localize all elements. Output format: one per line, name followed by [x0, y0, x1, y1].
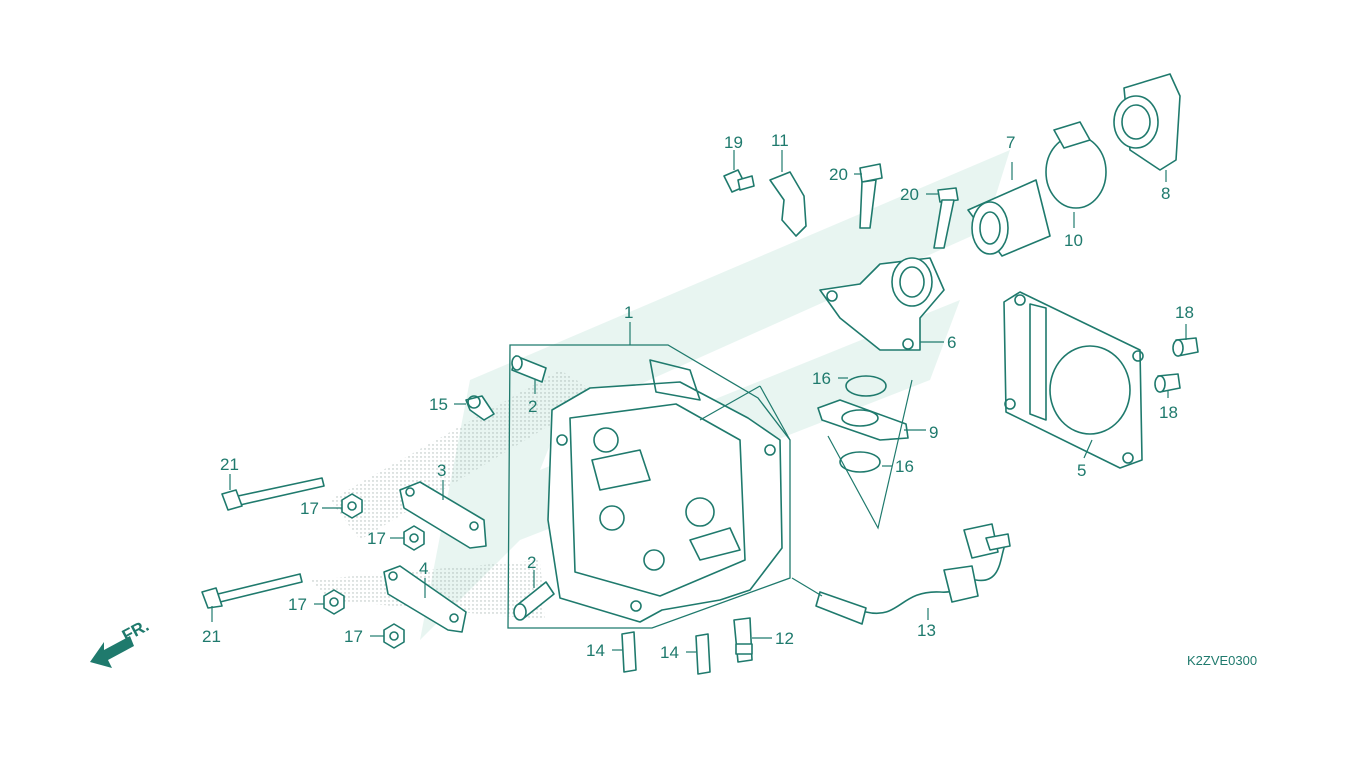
sensor-harness: [815, 523, 1011, 625]
throttle-joint-8: [1113, 73, 1181, 171]
bolt-15: [465, 395, 495, 421]
arrow-icon: [90, 636, 134, 668]
connecting-tube-7: [967, 179, 1051, 257]
callout-5: 5: [1077, 461, 1086, 480]
front-arrow: FR.: [90, 616, 152, 668]
o-ring-16-a: [845, 375, 887, 397]
callout-17: 17: [344, 627, 363, 646]
leader-lines: [211, 150, 1187, 653]
callout-17: 17: [288, 595, 307, 614]
callout-11: 11: [771, 131, 789, 150]
bolt-21-lower: [201, 573, 303, 609]
callout-3: 3: [437, 461, 446, 480]
cylinder-head: [547, 359, 783, 623]
callout-4: 4: [419, 559, 428, 578]
callout-16: 16: [895, 457, 914, 476]
callout-14: 14: [586, 641, 605, 660]
callout-13: 13: [917, 621, 936, 640]
spark-plug: [733, 617, 753, 663]
callout-2: 2: [528, 397, 537, 416]
plate-3: [399, 481, 487, 549]
assembly-lines: [699, 379, 913, 597]
callout-17: 17: [300, 499, 319, 518]
insulator-9: [817, 399, 909, 441]
gasket-5: [1003, 291, 1144, 469]
callout-21: 21: [220, 455, 239, 474]
group-outline-1: [507, 344, 791, 629]
bolt-20-b: [933, 187, 959, 249]
dowel-pin-lower: [513, 581, 555, 621]
callout-19: 19: [724, 133, 743, 152]
dowel-pin-upper: [511, 355, 547, 383]
bracket-11: [769, 171, 807, 237]
callout-2: 2: [527, 553, 536, 572]
callout-20: 20: [900, 185, 919, 204]
nut-17-b: [403, 525, 425, 551]
callout-8: 8: [1161, 184, 1170, 203]
callout-15: 15: [429, 395, 448, 414]
callout-7: 7: [1006, 133, 1015, 152]
bolt-20-a: [859, 163, 883, 229]
callout-21: 21: [202, 627, 221, 646]
bolt-19: [723, 169, 755, 193]
callout-12: 12: [775, 629, 794, 648]
stud-14-a: [621, 631, 637, 673]
callout-17: 17: [367, 529, 386, 548]
callout-18: 18: [1159, 403, 1178, 422]
callout-10: 10: [1064, 231, 1083, 250]
intake-pipe: [819, 257, 945, 351]
callout-1: 1: [624, 303, 633, 322]
dowel-18-b: [1154, 373, 1181, 393]
callout-9: 9: [929, 423, 938, 442]
stud-14-b: [695, 633, 711, 675]
diagram-code: K2ZVE0300: [1187, 653, 1257, 668]
callout-labels: 1 2 2 3 4 5 6 7 8 9 10 11 12 13 14 14 15…: [202, 131, 1194, 662]
nut-17-d: [383, 623, 405, 649]
callout-14: 14: [660, 643, 679, 662]
bolt-21-upper: [221, 477, 325, 511]
o-ring-16-b: [839, 451, 881, 473]
band-10: [1045, 121, 1107, 209]
nut-17-a: [341, 493, 363, 519]
plate-4: [383, 565, 467, 633]
callout-6: 6: [947, 333, 956, 352]
callout-20: 20: [829, 165, 848, 184]
dowel-18-a: [1172, 337, 1199, 357]
callout-16: 16: [812, 369, 831, 388]
callout-18: 18: [1175, 303, 1194, 322]
nut-17-c: [323, 589, 345, 615]
